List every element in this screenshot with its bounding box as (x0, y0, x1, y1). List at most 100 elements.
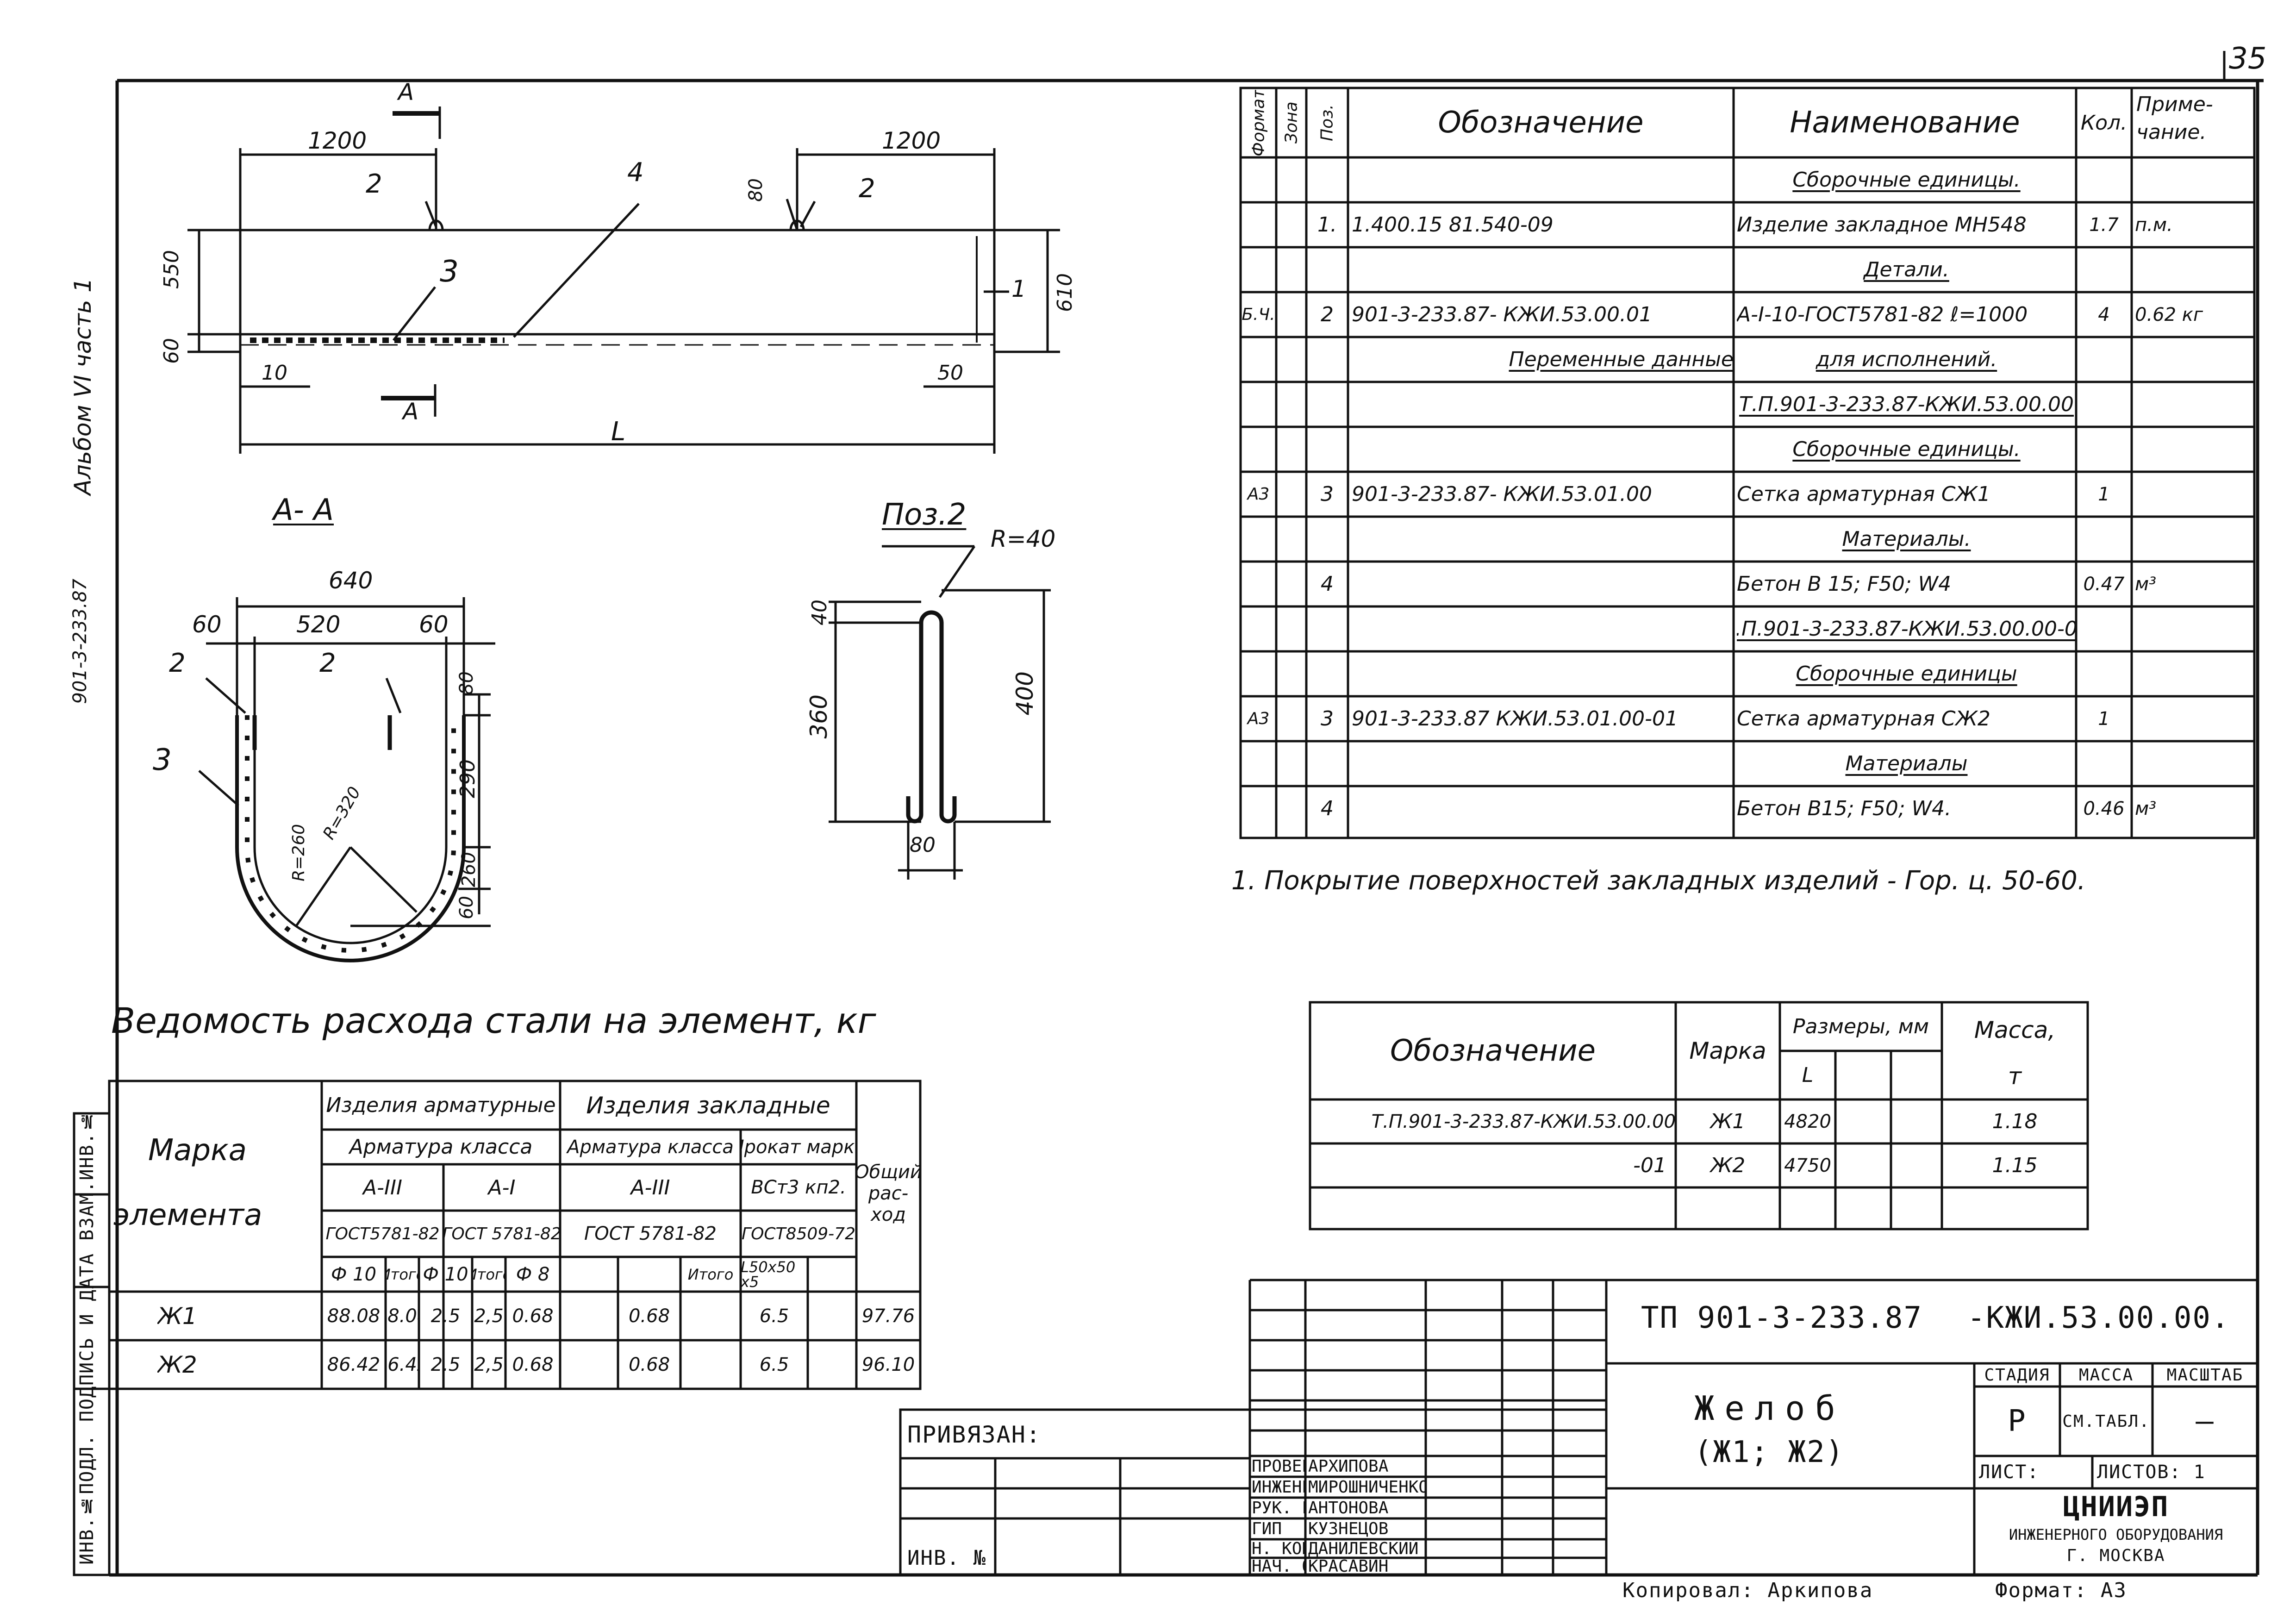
steel-h-sum3: Итого (687, 1265, 734, 1283)
spec-row-designation: 901-3-233.87- КЖИ.53.01.00 (1352, 482, 1653, 506)
dim-80-aa: 80 (456, 671, 477, 695)
aa-callout-2b: 2 (319, 648, 336, 678)
variant-row1-L: 4820 (1784, 1111, 1831, 1132)
dim-60: 60 (160, 338, 183, 364)
spec-row-format (1241, 741, 1276, 786)
steel-row-value: 0.68 (628, 1354, 670, 1375)
steel-h-d8: Ф 8 (516, 1263, 550, 1285)
copied-by: Копировал: Аркипова (1622, 1579, 1873, 1602)
spec-row-designation (1352, 562, 1734, 606)
spec-row-name: Сетка арматурная СЖ2 (1737, 707, 1990, 731)
tb-code-suffix: -КЖИ.53.00.00. (1967, 1301, 2230, 1335)
spec-row-format (1241, 517, 1276, 562)
spec-row-pos: 3 (1321, 482, 1334, 506)
spec-row-note: м³ (2135, 573, 2157, 595)
spec-row-pos (1306, 741, 1348, 786)
variant-h-mass-unit: т (2008, 1063, 2022, 1090)
album-label: Альбом VI часть 1 (69, 278, 96, 495)
steel-table-grid (108, 1080, 922, 1390)
spec-row-format: А3 (1247, 485, 1270, 504)
tb-mass: СМ.ТАБЛ. (2062, 1412, 2150, 1431)
tb-scale-h: МАСШТАБ (2166, 1365, 2244, 1385)
spec-h-zone: Зона (1282, 101, 1301, 144)
spec-row-note (2135, 696, 2254, 741)
section-mark-a: A (398, 79, 414, 106)
variant-row1-mass: 1.18 (1992, 1110, 2038, 1133)
spec-row-pos (1306, 427, 1348, 472)
steel-row-value (560, 1340, 618, 1389)
steel-h-angle: L50x50 x5 (741, 1258, 796, 1291)
spec-row-qty (2076, 651, 2132, 696)
variant-row2-mark: Ж2 (1710, 1154, 1746, 1177)
title-block-grid (899, 1279, 2258, 1576)
steel-h-total: Общий рас-ход (856, 1161, 920, 1225)
album-code: 901-3-233.87 (69, 579, 91, 704)
side-stamp: ИНВ.№ПОДЛ. ПОДПИСЬ И ДАТА ВЗАМ.ИНВ.№ (76, 1110, 98, 1565)
spec-h-pos: Поз. (1317, 104, 1337, 141)
variant-row2-designation: -01 (1633, 1154, 1666, 1177)
steel-row-value: 6.5 (759, 1305, 789, 1327)
variant-row1-designation: Т.П.901-3-233.87-КЖИ.53.00.00 (1371, 1111, 1676, 1132)
spec-row-format (1241, 337, 1276, 382)
steel-h-rebar-items: Изделия арматурные (326, 1093, 556, 1117)
dim-50: 50 (937, 361, 963, 385)
radius-inner: R=260 (289, 824, 308, 881)
section-aa-view (198, 597, 495, 962)
tb-role: ПРОВЕР. (1252, 1457, 1305, 1476)
spec-row-qty (2076, 157, 2132, 202)
pos2-view (829, 545, 1051, 880)
spec-row-qty (2076, 517, 2132, 562)
spec-row-note (2135, 337, 2254, 382)
spec-row-name: Сборочные единицы. (1792, 168, 2021, 192)
aa-callout-2a: 2 (169, 648, 186, 678)
dim-10: 10 (262, 361, 287, 385)
spec-row-pos (1306, 651, 1348, 696)
tb-product: Желоб (1694, 1389, 1846, 1428)
steel-row-value (808, 1292, 856, 1340)
steel-row-value: 2,5 (474, 1354, 504, 1375)
steel-h-gost3: ГОСТ 5781-82 (584, 1223, 717, 1244)
tb-bound: ПРИВЯЗАН: (907, 1421, 1041, 1448)
dim-290: 290 (456, 759, 480, 798)
spec-row-qty: 0.47 (2083, 573, 2125, 595)
tb-person: АРХИПОВА (1308, 1457, 1389, 1476)
spec-row-format (1241, 157, 1276, 202)
dim-L: L (611, 417, 626, 447)
spec-row-qty: 4 (2098, 304, 2110, 325)
tb-person: ДАНИЛЕВСКИЙ (1308, 1539, 1419, 1558)
tb-org-c: Г. МОСКВА (2066, 1546, 2165, 1565)
spec-row-qty: 1.7 (2089, 214, 2119, 236)
tb-org-b: ИНЖЕНЕРНОГО ОБОРУДОВАНИЯ (2009, 1526, 2223, 1543)
spec-row-designation (1352, 741, 1734, 786)
variant-h-mass: Масса, (1974, 1017, 2056, 1043)
spec-h-name: Наименование (1790, 106, 2020, 140)
spec-row-note (2135, 157, 2254, 202)
steel-row-value (808, 1340, 856, 1389)
spec-row-pos (1306, 157, 1348, 202)
spec-row-qty: 0.46 (2083, 798, 2125, 819)
callout-3: 3 (440, 255, 459, 289)
spec-h-note-a: Приме- (2136, 93, 2213, 116)
steel-h-aiii: A-III (363, 1175, 402, 1199)
spec-row-pos (1306, 606, 1348, 651)
steel-h-embedded: Изделия закладные (586, 1092, 830, 1119)
steel-h-mark-a: Марка (148, 1133, 247, 1168)
spec-row-name: Т.П.901-3-233.87-КЖИ.53.00.00 (1739, 393, 2074, 416)
pos2-radius: R=40 (991, 525, 1056, 552)
tb-role: РУК. ГР. (1252, 1499, 1305, 1518)
tb-person: КУЗНЕЦОВ (1308, 1519, 1389, 1538)
spec-row-qty: 1 (2098, 483, 2110, 505)
spec-row-note (2135, 382, 2254, 427)
spec-row-designation (1352, 382, 1734, 427)
steel-h-rolled: Прокат марки (741, 1136, 856, 1158)
tb-mass-h: МАССА (2078, 1365, 2134, 1385)
variant-row1-mark: Ж1 (1710, 1110, 1746, 1133)
steel-row-value: 2,5 (474, 1305, 504, 1327)
spec-row-qty (2076, 247, 2132, 292)
dim-260-right: 260 (458, 852, 480, 887)
spec-row-designation (1352, 517, 1734, 562)
spec-row-format (1241, 606, 1276, 651)
spec-row-designation (1352, 786, 1734, 831)
tb-org-a: ЦНИИЭП (2063, 1491, 2169, 1523)
